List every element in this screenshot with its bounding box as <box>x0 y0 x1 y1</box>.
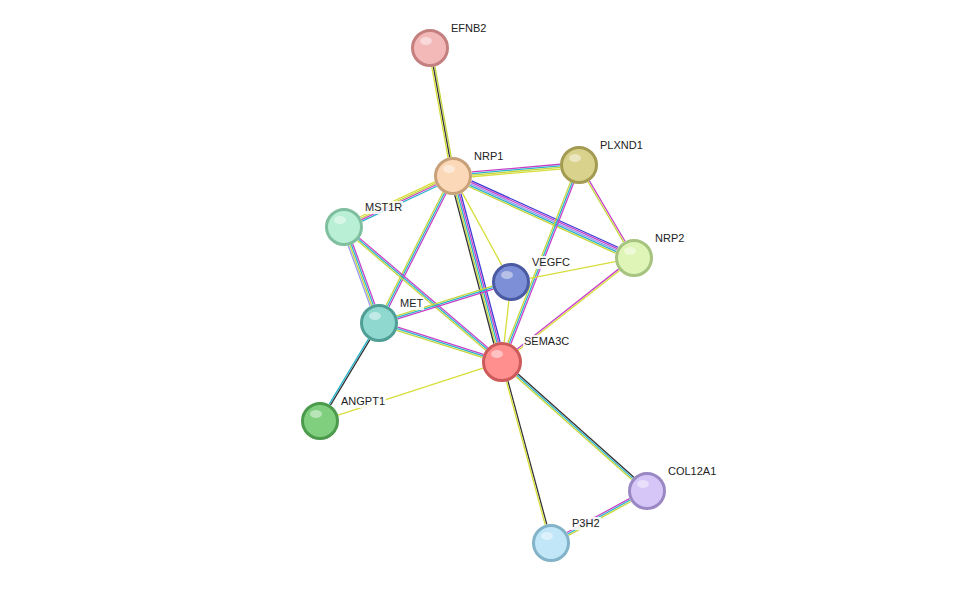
interaction-edge <box>462 193 502 266</box>
node-highlight <box>334 216 346 224</box>
evidence-stroke <box>361 183 436 218</box>
evidence-stroke <box>398 289 494 319</box>
evidence-stroke <box>516 376 632 479</box>
node-highlight <box>569 154 581 162</box>
node-label: EFNB2 <box>450 22 487 35</box>
interaction-edge <box>504 301 509 342</box>
node-label: NRP2 <box>654 232 685 245</box>
evidence-stroke <box>589 181 625 241</box>
node-label: COL12A1 <box>667 465 717 478</box>
node-highlight <box>310 410 322 418</box>
evidence-stroke <box>469 187 615 253</box>
evidence-stroke <box>567 499 630 533</box>
evidence-stroke <box>435 66 451 157</box>
interaction-edge <box>432 66 451 157</box>
evidence-stroke <box>432 67 448 158</box>
evidence-stroke <box>517 269 618 349</box>
protein-node: VEGFC <box>492 263 530 301</box>
node-label: VEGFC <box>531 256 571 269</box>
node-highlight <box>443 165 455 173</box>
protein-node: MST1R <box>325 208 363 246</box>
protein-node: NRP1 <box>434 157 472 195</box>
evidence-stroke <box>398 327 484 354</box>
evidence-stroke <box>509 183 572 344</box>
evidence-stroke <box>588 182 624 242</box>
evidence-stroke <box>506 382 545 525</box>
evidence-stroke <box>397 330 483 357</box>
evidence-stroke <box>397 288 493 318</box>
node-label: SEMA3C <box>523 335 570 348</box>
protein-node: SEMA3C <box>482 342 522 382</box>
evidence-stroke <box>459 194 498 342</box>
interaction-edge <box>508 182 574 344</box>
interaction-edge <box>338 368 483 415</box>
node-label: NRP1 <box>473 150 504 163</box>
protein-node: EFNB2 <box>411 29 449 67</box>
interaction-edge <box>567 499 631 536</box>
interaction-edge <box>516 374 634 479</box>
interaction-edge <box>397 286 494 319</box>
evidence-stroke <box>518 374 634 477</box>
evidence-stroke <box>351 245 373 305</box>
evidence-stroke <box>433 67 449 158</box>
evidence-stroke <box>362 186 437 221</box>
evidence-stroke <box>511 183 574 344</box>
node-highlight <box>637 480 649 488</box>
interaction-edge <box>472 164 561 176</box>
protein-node: NRP2 <box>615 239 653 277</box>
evidence-stroke <box>397 286 493 316</box>
protein-node: PLXND1 <box>560 146 598 184</box>
node-label: MET <box>399 297 424 310</box>
evidence-stroke <box>455 195 494 343</box>
evidence-stroke <box>508 182 571 343</box>
evidence-stroke <box>472 169 560 177</box>
interaction-edge <box>517 269 619 350</box>
interaction-edge <box>455 194 500 344</box>
node-highlight <box>501 271 513 279</box>
evidence-stroke <box>470 185 616 251</box>
evidence-stroke <box>472 167 560 175</box>
evidence-stroke <box>518 270 619 350</box>
evidence-stroke <box>472 181 618 247</box>
node-label: PLXND1 <box>599 139 644 152</box>
node-highlight <box>491 350 503 358</box>
node-highlight <box>624 247 636 255</box>
protein-node: ANGPT1 <box>301 402 339 440</box>
node-label: P3H2 <box>571 517 601 530</box>
evidence-stroke <box>568 500 631 534</box>
evidence-stroke <box>508 381 547 524</box>
interaction-edge <box>397 327 484 357</box>
node-highlight <box>420 37 432 45</box>
evidence-stroke <box>568 501 631 535</box>
evidence-stroke <box>350 245 372 305</box>
evidence-stroke <box>362 185 437 220</box>
evidence-stroke <box>397 329 483 356</box>
node-label: ANGPT1 <box>340 395 386 408</box>
protein-node: COL12A1 <box>628 472 666 510</box>
evidence-stroke <box>338 368 483 415</box>
evidence-stroke <box>360 182 435 217</box>
interaction-edge <box>506 381 546 525</box>
protein-node: MET <box>360 304 398 342</box>
node-highlight <box>541 532 553 540</box>
evidence-stroke <box>461 194 500 342</box>
protein-node: P3H2 <box>532 524 570 562</box>
evidence-stroke <box>462 193 502 266</box>
evidence-stroke <box>504 301 509 342</box>
interaction-edge <box>360 182 437 221</box>
interaction-edge <box>348 244 375 306</box>
interaction-edge <box>588 181 625 242</box>
evidence-stroke <box>348 246 370 306</box>
node-label: MST1R <box>364 201 403 214</box>
evidence-stroke <box>458 194 497 342</box>
evidence-stroke <box>517 375 633 478</box>
node-highlight <box>369 312 381 320</box>
